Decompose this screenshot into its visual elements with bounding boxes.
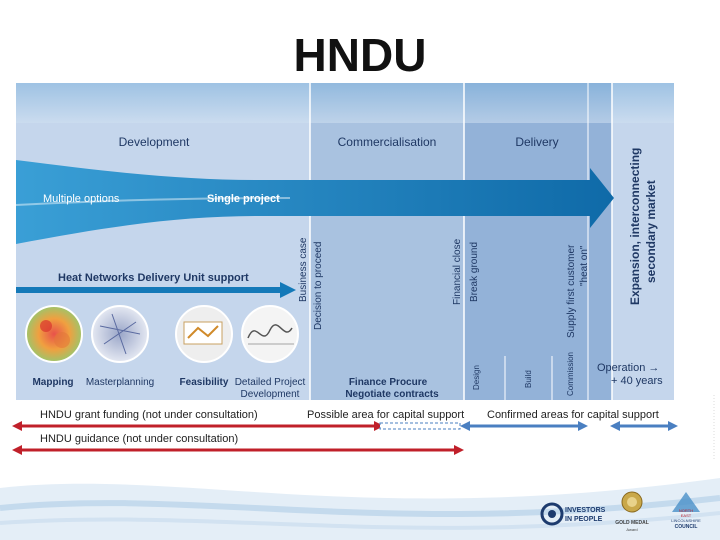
gold-medal-logo: GOLD MEDAL Award bbox=[615, 491, 649, 532]
council-logo: NORTH EAST LINCOLNSHIRE COUNCIL bbox=[671, 492, 701, 530]
footer-swoosh-3 bbox=[0, 511, 720, 530]
footer-banner: INVESTORS IN PEOPLE GOLD MEDAL Award NOR… bbox=[0, 478, 720, 540]
council-logo-line3: LINCOLNSHIRE bbox=[671, 518, 701, 523]
break-ground-label: Break ground bbox=[469, 242, 480, 302]
top-strip bbox=[16, 83, 674, 123]
expansion-label-2: secondary market bbox=[644, 180, 658, 283]
confirmed-support-label: Confirmed areas for capital support bbox=[487, 409, 659, 421]
single-project-label: Single project bbox=[207, 193, 280, 205]
detailed-development-image bbox=[241, 305, 299, 363]
gold-logo-line2: Award bbox=[626, 527, 637, 532]
council-logo-line1: NORTH bbox=[679, 508, 693, 513]
feasibility-image bbox=[175, 305, 233, 363]
possible-support-bar bbox=[379, 422, 461, 430]
phase-delivery-label: Delivery bbox=[515, 135, 558, 149]
hndu-process-diagram: Development Commercialisation Delivery M… bbox=[12, 83, 715, 460]
masterplanning-image bbox=[91, 305, 149, 363]
grant-funding-label: HNDU grant funding (not under consultati… bbox=[40, 409, 258, 421]
commission-label: Commission bbox=[566, 352, 575, 396]
phase-development-label: Development bbox=[119, 135, 190, 149]
mapping-label: Mapping bbox=[32, 377, 73, 388]
investors-in-people-logo: INVESTORS IN PEOPLE bbox=[540, 502, 606, 526]
build-label: Build bbox=[524, 370, 533, 388]
possible-support-label: Possible area for capital support bbox=[307, 409, 464, 421]
gold-logo-line1: GOLD MEDAL bbox=[615, 520, 649, 526]
negotiate-contracts-label: Negotiate contracts bbox=[345, 389, 439, 400]
operation-years-label: + 40 years bbox=[611, 375, 663, 387]
hndu-support-label: Heat Networks Delivery Unit support bbox=[58, 272, 249, 284]
multiple-options-label: Multiple options bbox=[43, 193, 120, 205]
business-case-label: Business case bbox=[298, 237, 309, 302]
council-logo-line4: COUNCIL bbox=[675, 524, 698, 530]
mapping-image bbox=[25, 305, 83, 363]
masterplanning-label: Masterplanning bbox=[86, 377, 154, 388]
support-arrow-head bbox=[280, 282, 296, 298]
council-logo-line2: EAST bbox=[681, 513, 692, 518]
footer-swoosh-2 bbox=[0, 495, 720, 517]
supply-first-label: Supply first customer bbox=[566, 244, 577, 338]
decision-label: Decision to proceed bbox=[313, 242, 324, 330]
guidance-label: HNDU guidance (not under consultation) bbox=[40, 433, 238, 445]
detailed-project-label-1: Detailed Project bbox=[235, 377, 306, 388]
commercialisation-panel bbox=[310, 83, 464, 400]
expansion-label-1: Expansion, interconnecting bbox=[628, 148, 642, 305]
iip-logo-line1: INVESTORS bbox=[565, 507, 606, 514]
delivery-panel bbox=[464, 83, 612, 400]
design-label: Design bbox=[472, 365, 481, 390]
finance-procure-label: Finance Procure bbox=[349, 377, 428, 388]
slide-title: HNDU bbox=[293, 29, 427, 81]
financial-close-label: Financial close bbox=[452, 238, 463, 305]
funnel-streak bbox=[15, 197, 291, 206]
operation-label: Operation → bbox=[597, 362, 659, 374]
iip-logo-line2: IN PEOPLE bbox=[565, 516, 603, 523]
phase-commercialisation-label: Commercialisation bbox=[338, 135, 437, 149]
detailed-project-label-2: Development bbox=[241, 389, 300, 400]
heat-on-label: "heat on" bbox=[579, 245, 590, 286]
funnel-arrow bbox=[16, 160, 614, 244]
feasibility-label: Feasibility bbox=[180, 377, 229, 388]
operation-panel bbox=[612, 83, 674, 400]
